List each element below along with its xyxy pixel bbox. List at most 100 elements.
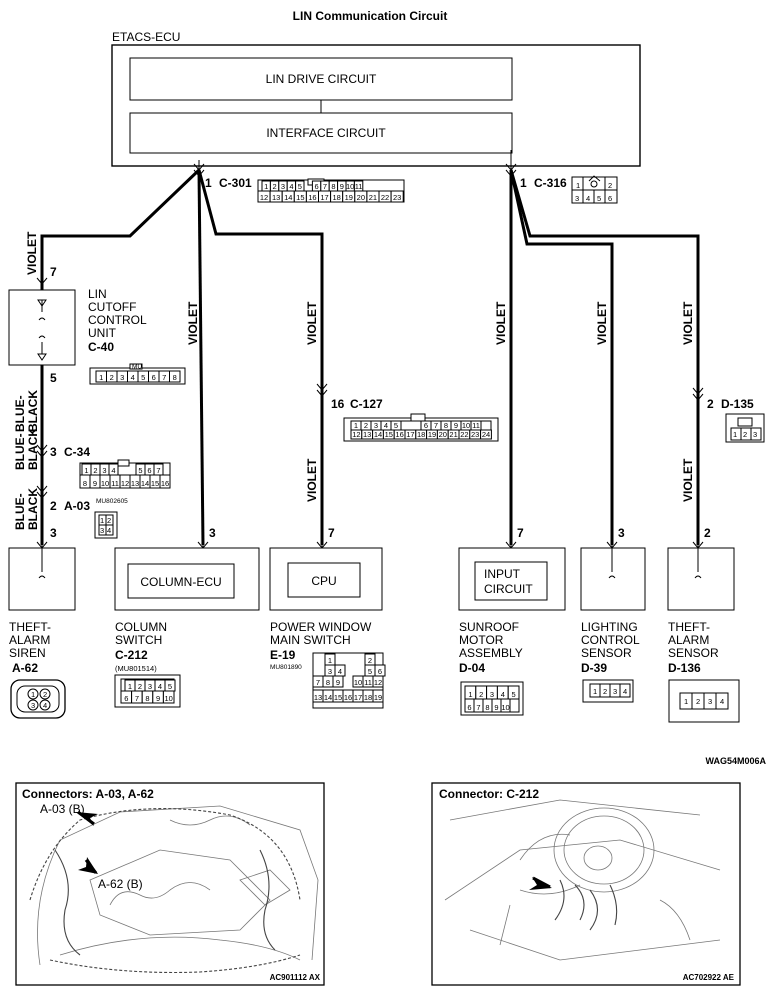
lin-drive-circuit-box	[129, 57, 513, 101]
a03-pin: 2	[50, 499, 57, 513]
svg-text:16: 16	[308, 193, 316, 202]
svg-text:4: 4	[111, 466, 115, 475]
svg-text:5: 5	[141, 373, 145, 382]
svg-text:13: 13	[272, 193, 280, 202]
lighting-pin: 3	[618, 526, 625, 540]
svg-text:6: 6	[147, 466, 151, 475]
svg-text:3: 3	[490, 690, 494, 699]
power-window-line-2: MAIN SWITCH	[270, 633, 351, 647]
svg-text:5: 5	[298, 182, 302, 191]
svg-text:5: 5	[597, 194, 601, 203]
svg-text:1: 1	[733, 430, 737, 439]
sunroof-line-3: ASSEMBLY	[459, 646, 523, 660]
svg-text:1: 1	[468, 690, 472, 699]
svg-text:8: 8	[173, 373, 177, 382]
c316-label: C-316	[534, 176, 567, 190]
locator-2-code: AC702922 AE	[683, 973, 735, 982]
svg-text:2: 2	[743, 430, 747, 439]
svg-text:BLUE-: BLUE-	[13, 493, 27, 530]
a03-label: A-03	[64, 499, 90, 513]
lin-cutoff-pin-out: 5	[50, 371, 57, 385]
svg-text:9: 9	[494, 703, 498, 712]
sunroof-line-1: SUNROOF	[459, 620, 519, 634]
lin-cutoff-unit-line-4: UNIT	[88, 326, 117, 340]
pin-arrow	[36, 277, 48, 285]
svg-text:8: 8	[485, 703, 489, 712]
lin-wires	[40, 168, 700, 546]
svg-text:1: 1	[31, 690, 35, 699]
svg-text:7: 7	[162, 373, 166, 382]
column-switch-line-2: SWITCH	[115, 633, 162, 647]
svg-text:9: 9	[93, 479, 97, 488]
svg-text:11: 11	[111, 479, 119, 488]
a03-part-number: MU802605	[96, 498, 128, 505]
svg-text:13: 13	[314, 693, 322, 702]
siren-line-2: ALARM	[9, 633, 50, 647]
svg-text:VIOLET: VIOLET	[25, 231, 39, 275]
lin-cutoff-pin-in: 7	[50, 265, 57, 279]
svg-text:22: 22	[381, 193, 389, 202]
svg-text:16: 16	[395, 430, 403, 439]
theft-sensor-line-1: THEFT-	[668, 620, 710, 634]
svg-text:16: 16	[344, 693, 352, 702]
svg-text:12: 12	[121, 479, 129, 488]
svg-text:7: 7	[434, 421, 438, 430]
c34-label: C-34	[64, 445, 90, 459]
a62-label: A-62	[12, 661, 38, 675]
input-circuit-line-2: CIRCUIT	[484, 582, 533, 596]
svg-text:6: 6	[424, 421, 428, 430]
svg-text:2: 2	[479, 690, 483, 699]
svg-text:VIOLET: VIOLET	[305, 458, 319, 502]
lighting-line-3: SENSOR	[581, 646, 632, 660]
svg-text:21: 21	[369, 193, 377, 202]
svg-text:15: 15	[296, 193, 304, 202]
e19-label: E-19	[270, 648, 296, 662]
svg-text:3: 3	[120, 373, 124, 382]
svg-text:12: 12	[374, 678, 382, 687]
svg-text:17: 17	[320, 193, 328, 202]
svg-text:23: 23	[471, 430, 479, 439]
svg-text:1: 1	[354, 421, 358, 430]
theft-alarm-sensor-box	[667, 547, 735, 611]
svg-text:4: 4	[289, 182, 293, 191]
lighting-line-1: LIGHTING	[581, 620, 638, 634]
theft-sensor-line-3: SENSOR	[668, 646, 719, 660]
lin-cutoff-unit-line-3: CONTROL	[88, 313, 147, 327]
svg-text:10: 10	[501, 703, 509, 712]
svg-text:5: 5	[368, 667, 372, 676]
e19-part-number: MU801890	[270, 664, 302, 671]
svg-text:2: 2	[696, 697, 700, 706]
theft-sensor-line-2: ALARM	[668, 633, 709, 647]
svg-text:7: 7	[323, 182, 327, 191]
svg-text:2: 2	[93, 466, 97, 475]
svg-text:2: 2	[110, 373, 114, 382]
svg-text:7: 7	[316, 678, 320, 687]
svg-text:1: 1	[128, 682, 132, 691]
c301-label: C-301	[219, 176, 252, 190]
svg-text:9: 9	[454, 421, 458, 430]
locator-2-title: Connector: C-212	[439, 787, 539, 801]
input-circuit-line-1: INPUT	[484, 567, 521, 581]
c301-pin: 1	[205, 176, 212, 190]
siren-line-1: THEFT-	[9, 620, 51, 634]
svg-text:2: 2	[364, 421, 368, 430]
svg-text:1: 1	[328, 656, 332, 665]
svg-text:19: 19	[345, 193, 353, 202]
column-switch-line-1: COLUMN	[115, 620, 167, 634]
svg-text:3: 3	[708, 697, 712, 706]
svg-text:7: 7	[156, 466, 160, 475]
svg-text:4: 4	[107, 526, 111, 535]
svg-text:VIOLET: VIOLET	[595, 301, 609, 345]
locator-steering: Connector: C-212 AC702922 AE	[431, 782, 741, 986]
svg-text:BLACK: BLACK	[26, 488, 40, 530]
svg-text:19: 19	[374, 693, 382, 702]
c34-pin: 3	[50, 445, 57, 459]
svg-text:8: 8	[331, 182, 335, 191]
